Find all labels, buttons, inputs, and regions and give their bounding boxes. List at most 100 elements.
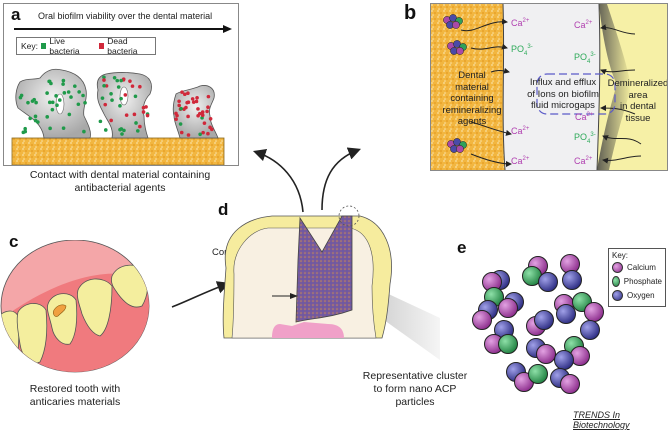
text-line: Influx and efflux xyxy=(529,77,597,88)
mineral-atom xyxy=(456,47,464,55)
tooth xyxy=(16,303,48,364)
bacterium xyxy=(118,127,122,132)
bacterium xyxy=(73,84,77,88)
phosphate-swatch xyxy=(612,276,620,287)
bacterium xyxy=(69,95,73,99)
bacterium xyxy=(144,105,148,109)
bacterium xyxy=(174,117,178,122)
bacterium xyxy=(54,94,58,98)
bacterium xyxy=(206,105,210,109)
bacterium xyxy=(116,85,121,89)
journal-footer: TRENDS In Biotechnology xyxy=(573,410,630,430)
composite-restoration xyxy=(295,215,353,323)
bacterium xyxy=(210,127,214,132)
bacterium xyxy=(138,84,142,89)
microgap-loop xyxy=(536,73,616,115)
bacterium xyxy=(34,100,38,105)
bacterium xyxy=(102,78,106,82)
bacterium xyxy=(177,103,181,108)
caption-line: to form nano ACP xyxy=(373,383,457,395)
bacterium xyxy=(77,90,81,94)
key-title: Key: xyxy=(612,251,629,260)
calcium-label: Calcium xyxy=(627,263,656,272)
bacterium xyxy=(194,99,199,104)
oxygen-atom xyxy=(538,272,558,292)
bacterium xyxy=(179,130,184,135)
bacterium xyxy=(200,113,205,118)
panel-b-label: b xyxy=(404,2,417,24)
bacterium xyxy=(120,132,124,136)
bacterium xyxy=(109,91,113,96)
bacterium xyxy=(119,96,123,101)
demineralized-zone xyxy=(597,4,631,170)
panel-e-key: Key: Calcium Phosphate Oxygen xyxy=(608,248,666,307)
bacterium xyxy=(200,110,205,114)
oxygen-atom xyxy=(554,350,574,370)
bacterium xyxy=(115,78,120,83)
text-line: fluid microgaps xyxy=(531,100,595,111)
bacterium xyxy=(66,90,71,94)
panel-e-label: e xyxy=(457,238,467,257)
bacterium xyxy=(55,103,59,108)
bacterium xyxy=(132,112,137,117)
biofilm-dead xyxy=(172,85,219,139)
bacterium xyxy=(82,129,86,134)
mineral-clusters xyxy=(443,14,467,153)
bacterium xyxy=(197,111,202,116)
dental-material-text: Dental material containing remineralizin… xyxy=(435,70,509,128)
oxygen-atom xyxy=(562,270,582,290)
bacteria-dots xyxy=(18,75,214,137)
caption-line: Restored tooth with xyxy=(29,383,121,395)
bacterium xyxy=(135,129,140,133)
bacterium xyxy=(47,100,52,105)
text-line: area xyxy=(628,89,648,101)
ion-label: Ca2+ xyxy=(574,20,593,30)
ion-label: Ca2+ xyxy=(511,156,530,166)
bacterium xyxy=(180,90,184,94)
bacterium xyxy=(61,82,65,86)
demineralized-text: Demineralized area in dental tissue xyxy=(603,78,667,124)
bacterium xyxy=(145,113,150,118)
panel-a-caption: Contact with dental material containing … xyxy=(10,169,230,195)
tooth xyxy=(77,278,113,337)
panel-b: Dental material containing remineralizin… xyxy=(430,3,668,171)
oxygen-atom xyxy=(534,310,554,330)
oxygen-swatch xyxy=(612,290,623,301)
bacterium xyxy=(174,111,178,116)
restored-tooth xyxy=(47,293,78,345)
zoom-region-marker xyxy=(338,205,360,227)
ion-label: Ca2+ xyxy=(575,112,594,122)
bacterium xyxy=(133,94,138,99)
bacterium xyxy=(185,100,189,105)
bacterium xyxy=(23,129,28,134)
phosphate-atom xyxy=(498,334,518,354)
caption-line: Representative cluster xyxy=(362,370,468,382)
live-bacteria-label: Live bacteria xyxy=(49,36,80,56)
text-line: tissue xyxy=(625,112,651,124)
caption-line: anticaries materials xyxy=(29,396,121,408)
ion-label: Ca2+ xyxy=(511,126,530,136)
key-title: Key: xyxy=(21,41,39,51)
bacterium xyxy=(76,102,81,107)
bacterium xyxy=(28,116,32,121)
caption-line: Contact with dental material containing xyxy=(29,169,211,181)
bacterium xyxy=(33,114,38,119)
panel-a: a Oral biofilm viability over the dental… xyxy=(3,3,239,166)
text-line: containing xyxy=(450,93,494,104)
bacterium xyxy=(130,84,135,88)
panel-d-label: d xyxy=(218,200,229,219)
text-line: remineralizing xyxy=(442,104,502,116)
phosphate-label: Phosphate xyxy=(623,277,662,286)
bacterium xyxy=(18,95,23,100)
calcium-atom xyxy=(560,374,580,394)
bacterium xyxy=(98,119,103,124)
bacterium xyxy=(124,113,129,117)
bacterium xyxy=(186,91,190,96)
bacterium xyxy=(32,97,37,102)
bacterium xyxy=(191,100,196,104)
bacterium xyxy=(123,93,128,97)
ion-label: Ca2+ xyxy=(511,18,530,28)
bacterium xyxy=(128,79,132,83)
bacterium xyxy=(48,126,52,131)
oxygen-label: Oxygen xyxy=(627,291,655,300)
